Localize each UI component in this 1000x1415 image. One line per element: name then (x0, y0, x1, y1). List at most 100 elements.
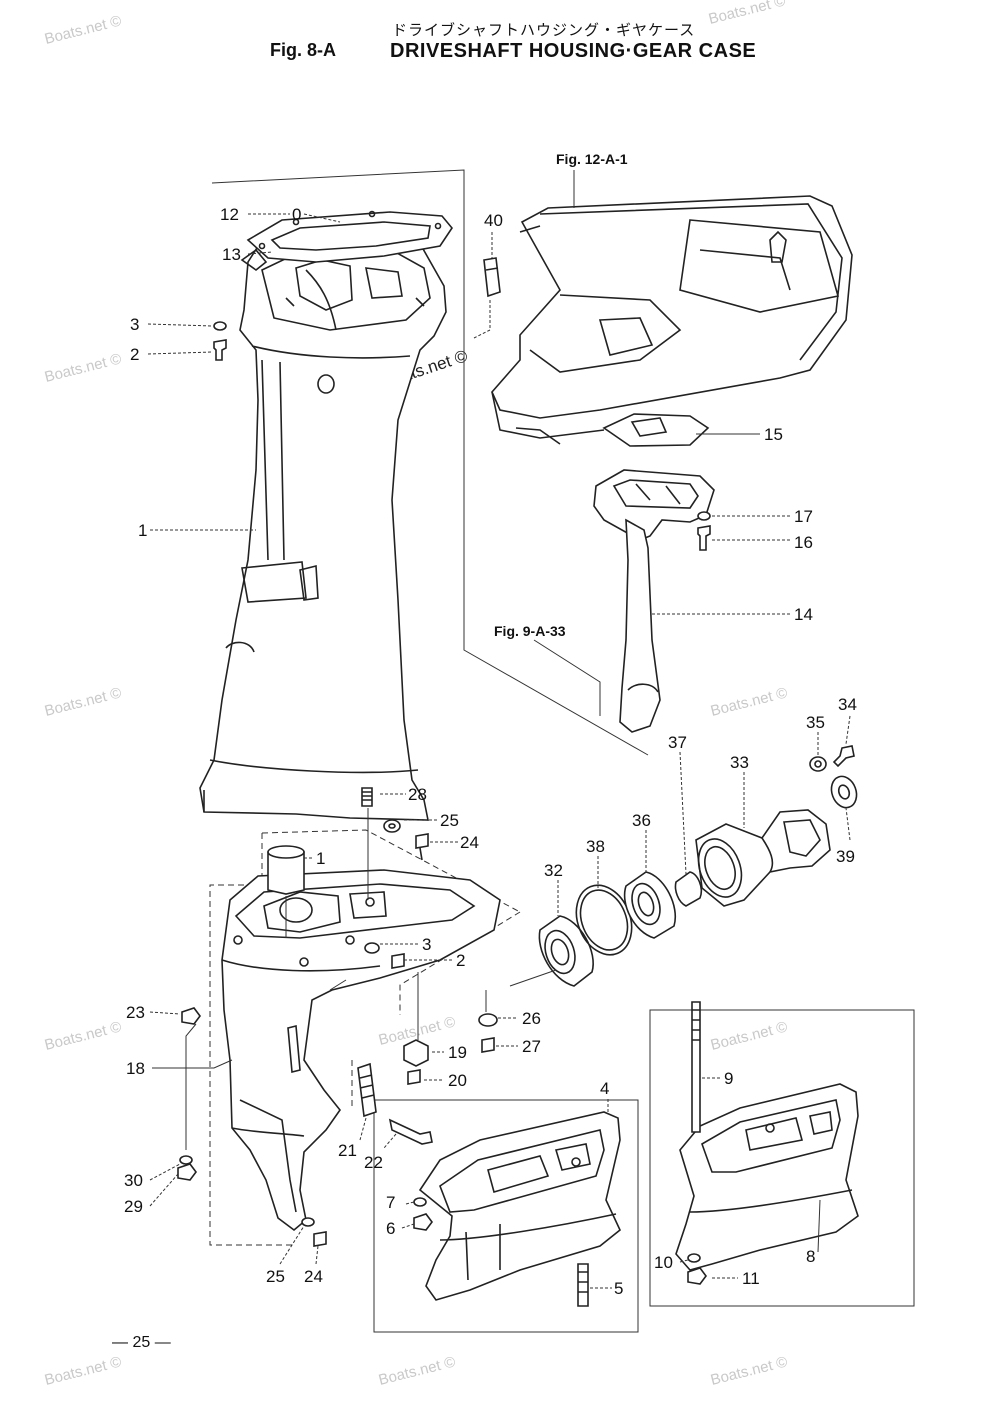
watermark: Boats.net © (707, 0, 787, 28)
anode-21-bolt-22 (357, 1062, 433, 1145)
callout-24-lower: 24 (304, 1267, 323, 1286)
callout-22: 22 (364, 1153, 383, 1172)
callout-3: 3 (130, 315, 139, 334)
callout-1-gear-case: 1 (316, 849, 325, 868)
skeg-group-frame (373, 1099, 639, 1333)
housing-33 (695, 809, 831, 907)
reference-fig-9-a-33: Fig. 9-A-33 (494, 623, 566, 639)
reference-fig-12-a-1: Fig. 12-A-1 (556, 151, 628, 167)
exhaust-pipe (593, 469, 715, 733)
figure-number: Fig. 8-A (270, 40, 336, 60)
callout-2: 2 (130, 345, 139, 364)
grommet-40 (483, 257, 501, 298)
callout-4: 4 (600, 1079, 609, 1098)
callout-20: 20 (448, 1071, 467, 1090)
washer-26-bolt-27 (478, 1013, 498, 1053)
callout-34: 34 (838, 695, 857, 714)
driveshaft-housing (199, 225, 447, 821)
bolt-16-washer-17 (697, 511, 711, 551)
exhaust-gasket (602, 413, 710, 447)
callout-28: 28 (408, 785, 427, 804)
bushing-1 (267, 845, 305, 895)
washer-25-upper (383, 819, 401, 833)
washer-25-screw-24-lower (301, 1217, 327, 1247)
alt-skeg-group-frame (649, 1009, 915, 1307)
page-number: — 25 — (112, 1334, 171, 1351)
watermark: Boats.net © (709, 1353, 789, 1389)
callout-labels: 12 0 13 40 3 2 15 17 16 1 14 34 35 33 37… (124, 205, 857, 1298)
plug-19-bolt-20 (403, 1039, 429, 1085)
japanese-title: ドライブシャフトハウジング・ギヤケース (392, 21, 696, 39)
callout-1: 1 (138, 521, 147, 540)
callout-10: 10 (654, 1253, 673, 1272)
seal-37 (674, 871, 703, 907)
callout-6: 6 (386, 1219, 395, 1238)
bolt-2-washer-3 (213, 321, 227, 361)
callout-33: 33 (730, 753, 749, 772)
callout-38: 38 (586, 837, 605, 856)
callout-32: 32 (544, 861, 563, 880)
seal-39 (830, 775, 858, 809)
screw-24-upper (415, 833, 429, 861)
skeg-4 (418, 1111, 621, 1301)
callout-9: 9 (724, 1069, 733, 1088)
callout-25: 25 (440, 811, 459, 830)
callout-0: 0 (292, 205, 301, 224)
watermark: Boats.net © (43, 12, 123, 48)
washer-10-nut-11 (687, 1253, 707, 1285)
callout-3-gear-case: 3 (422, 935, 431, 954)
callout-16: 16 (794, 533, 813, 552)
callout-18: 18 (126, 1059, 145, 1078)
stud-5 (577, 1263, 589, 1307)
callout-17: 17 (794, 507, 813, 526)
bearing-36 (623, 871, 677, 939)
washer-7-nut-6 (413, 1197, 433, 1231)
callout-40: 40 (484, 211, 503, 230)
stud-9 (691, 1001, 701, 1133)
callout-8: 8 (806, 1247, 815, 1266)
upper-gasket (246, 210, 453, 263)
bearing-32 (538, 915, 594, 987)
watermark: Boats.net © (43, 350, 123, 386)
callout-11: 11 (742, 1269, 760, 1288)
callout-19: 19 (448, 1043, 467, 1062)
callout-5: 5 (614, 1279, 623, 1298)
callout-21: 21 (338, 1141, 357, 1160)
callout-36: 36 (632, 811, 651, 830)
washer-35-bolt-34 (809, 745, 855, 772)
callout-14: 14 (794, 605, 813, 624)
callout-39: 39 (836, 847, 855, 866)
leader-lines (147, 170, 851, 1289)
callout-15: 15 (764, 425, 783, 444)
washer-bolt-3-2-gear-case (364, 942, 405, 969)
watermark: Boats.net © (377, 1353, 457, 1389)
watermark: Boats.net © (43, 1353, 123, 1389)
callout-29: 29 (124, 1197, 143, 1216)
callout-7: 7 (386, 1193, 395, 1212)
callout-24: 24 (460, 833, 479, 852)
callout-12: 12 (220, 205, 239, 224)
watermark: Boats.net © (709, 684, 789, 720)
figure-title: DRIVESHAFT HOUSING·GEAR CASE (390, 40, 757, 62)
callout-25-lower: 25 (266, 1267, 285, 1286)
gear-case-group-frame (399, 911, 521, 1015)
watermark: Boats.net © (43, 1018, 123, 1054)
gear-case-group-frame (209, 833, 292, 1246)
callout-2-gear-case: 2 (456, 951, 465, 970)
watermark: Boats.net © (709, 1018, 789, 1054)
driveshaft-group-frame (211, 169, 649, 756)
callout-23: 23 (126, 1003, 145, 1022)
watermark: Boats.net © (43, 684, 123, 720)
callout-37: 37 (668, 733, 687, 752)
stud-28 (361, 787, 373, 807)
callout-27: 27 (522, 1037, 541, 1056)
washer-30-nut-29 (177, 1155, 197, 1181)
callout-35: 35 (806, 713, 825, 732)
nut-23 (181, 1007, 201, 1025)
callout-13: 13 (222, 245, 241, 264)
skeg-8 (675, 1083, 859, 1271)
callout-26: 26 (522, 1009, 541, 1028)
callout-30: 30 (124, 1171, 143, 1190)
